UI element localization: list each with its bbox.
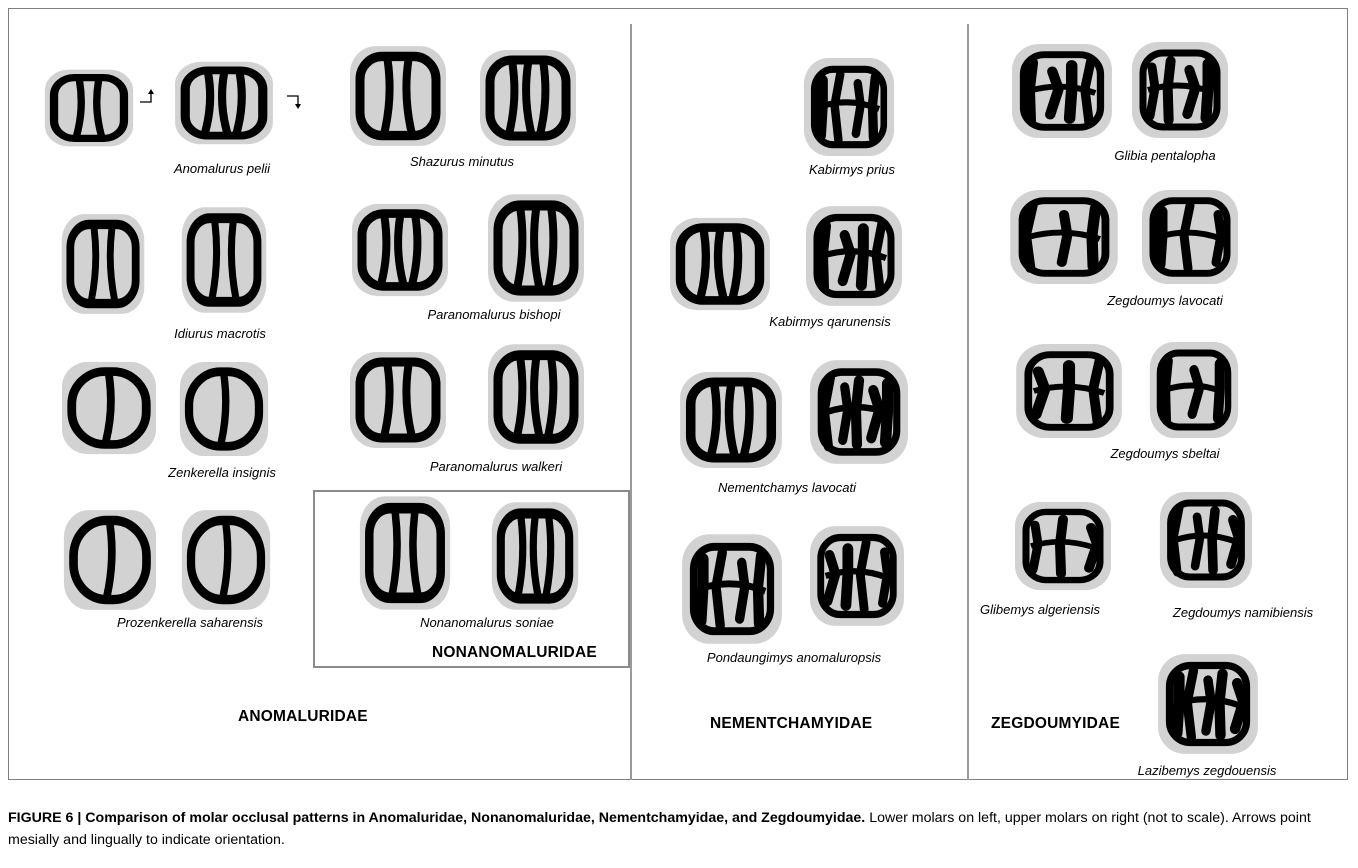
molar-lazibemys-zegdouensis-upper xyxy=(1156,652,1260,756)
molar-paranomalurus-walkeri-upper xyxy=(486,342,586,452)
species-label-prozenkerella-saharensis: Prozenkerella saharensis xyxy=(117,615,263,630)
molar-nementchamys-lavocati-lower xyxy=(678,370,784,470)
family-label-nementchamyidae: NEMENTCHAMYIDAE xyxy=(710,715,872,733)
molar-kabirmys-qarunensis-lower xyxy=(668,216,772,312)
species-label-zegdoumys-namibiensis: Zegdoumys namibiensis xyxy=(1173,605,1313,620)
species-label-paranomalurus-walkeri: Paranomalurus walkeri xyxy=(430,459,562,474)
divider-nementchamyidae-zegdoumyidae xyxy=(967,24,969,780)
molar-paranomalurus-bishopi-lower xyxy=(350,202,450,298)
molar-shazurus-minutus-upper xyxy=(478,48,578,148)
molar-zegdoumys-namibiensis-upper xyxy=(1158,490,1254,590)
molar-glibemys-algeriensis-lower xyxy=(1013,500,1113,592)
molar-zenkerella-insignis-upper xyxy=(178,360,270,458)
divider-anomaluridae-nementchamyidae xyxy=(630,24,632,780)
molar-kabirmys-prius-upper xyxy=(802,56,896,158)
family-label-nonanomaluridae: NONANOMALURIDAE xyxy=(432,644,597,662)
molar-prozenkerella-saharensis-lower xyxy=(62,508,158,612)
species-label-shazurus-minutus: Shazurus minutus xyxy=(410,154,514,169)
species-label-kabirmys-qarunensis: Kabirmys qarunensis xyxy=(769,314,890,329)
molar-zegdoumys-lavocati-upper xyxy=(1140,188,1240,286)
figure-caption: FIGURE 6 | Comparison of molar occlusal … xyxy=(8,807,1353,851)
molar-shazurus-minutus-lower xyxy=(348,44,448,148)
molar-idiurus-macrotis-lower xyxy=(60,212,146,316)
molar-zegdoumys-lavocati-lower xyxy=(1008,188,1120,286)
molar-zegdoumys-sbeltai-lower xyxy=(1014,342,1124,440)
molar-pondaungimys-anomaluropsis-upper xyxy=(808,524,906,628)
species-label-lazibemys-zegdouensis: Lazibemys zegdouensis xyxy=(1138,763,1277,778)
species-label-glibia-pentalopha: Glibia pentalopha xyxy=(1114,148,1215,163)
molar-prozenkerella-saharensis-upper xyxy=(180,508,272,612)
species-label-zegdoumys-sbeltai: Zegdoumys sbeltai xyxy=(1110,446,1219,461)
molar-zegdoumys-sbeltai-upper xyxy=(1148,340,1240,440)
species-label-nonanomalurus-soniae: Nonanomalurus soniae xyxy=(420,615,554,630)
molar-zenkerella-insignis-lower xyxy=(60,360,158,456)
molar-paranomalurus-bishopi-upper xyxy=(486,192,586,304)
molar-glibia-pentalopha-lower xyxy=(1010,42,1114,140)
species-label-paranomalurus-bishopi: Paranomalurus bishopi xyxy=(428,307,561,322)
molar-pondaungimys-anomaluropsis-lower xyxy=(680,532,784,646)
species-label-pondaungimys-anomaluropsis: Pondaungimys anomaluropsis xyxy=(707,650,881,665)
lingual-arrow-icon xyxy=(285,92,311,114)
molar-anomalurus-pelii-lower xyxy=(43,68,135,148)
family-label-zegdoumyidae: ZEGDOUMYIDAE xyxy=(991,715,1120,733)
molar-paranomalurus-walkeri-lower xyxy=(348,350,448,450)
molar-glibia-pentalopha-upper xyxy=(1130,40,1230,140)
molar-nonanomalurus-soniae-lower xyxy=(358,494,452,612)
molar-nonanomalurus-soniae-upper xyxy=(490,500,580,612)
family-label-anomaluridae: ANOMALURIDAE xyxy=(238,708,368,726)
species-label-zegdoumys-lavocati: Zegdoumys lavocati xyxy=(1107,293,1223,308)
caption-title: FIGURE 6 | Comparison of molar occlusal … xyxy=(8,810,865,826)
molar-anomalurus-pelii-upper xyxy=(173,60,275,146)
species-label-glibemys-algeriensis: Glibemys algeriensis xyxy=(980,602,1100,617)
molar-nementchamys-lavocati-upper xyxy=(808,358,910,466)
molar-idiurus-macrotis-upper xyxy=(180,205,268,315)
molar-kabirmys-qarunensis-upper xyxy=(804,204,904,308)
mesial-arrow-icon xyxy=(138,86,164,108)
species-label-zenkerella-insignis: Zenkerella insignis xyxy=(168,465,276,480)
species-label-anomalurus-pelii: Anomalurus pelii xyxy=(174,161,270,176)
species-label-nementchamys-lavocati: Nementchamys lavocati xyxy=(718,480,856,495)
species-label-kabirmys-prius: Kabirmys prius xyxy=(809,162,895,177)
species-label-idiurus-macrotis: Idiurus macrotis xyxy=(174,326,266,341)
